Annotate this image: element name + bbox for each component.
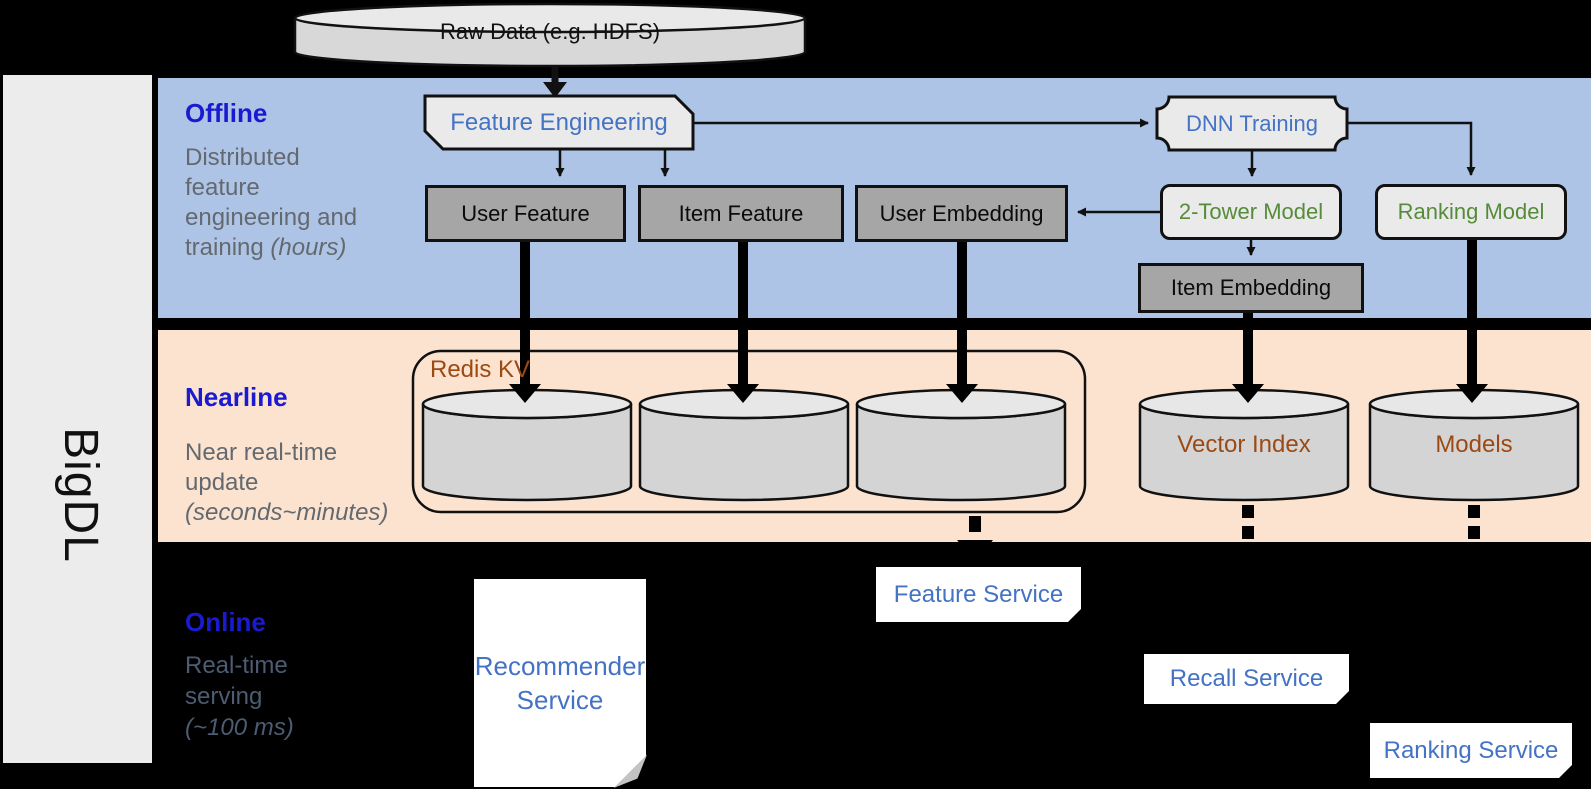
arrow-item-feature-to-redis [727, 242, 759, 403]
ranking-model-node: Ranking Model [1375, 184, 1567, 240]
redis-kv-container [411, 349, 1087, 514]
vector-index-label: Vector Index [1177, 431, 1311, 458]
raw-data-label: Raw Data (e.g. HDFS) [439, 19, 661, 44]
nearline-section-label: Nearline [185, 382, 288, 412]
feature-service-fold-icon [1068, 609, 1081, 622]
offline-desc-line4: training (hours) [185, 233, 357, 263]
nearline-desc-line2: update [185, 469, 259, 496]
item-embedding-node: Item Embedding [1138, 263, 1364, 313]
arrow-dnn-to-ranking-model [1347, 121, 1476, 176]
user-feature-node: User Feature [425, 185, 626, 242]
offline-desc-line2: feature [185, 174, 260, 201]
dnn-training-node: DNN Training [1185, 110, 1319, 136]
recommender-service-line1: Recommender [474, 651, 646, 681]
bigdl-sidebar: BigDL [3, 75, 152, 763]
recall-service-node: Recall Service [1144, 654, 1349, 704]
dnn-training-shape [1155, 95, 1349, 152]
redis-cylinder-3-icon [855, 388, 1067, 502]
user-embedding-node: User Embedding [855, 185, 1068, 242]
feature-engineering-node: Feature Engineering [450, 108, 668, 136]
arrow-user-embedding-to-redis [946, 242, 978, 403]
arrow-item-embedding-to-vector-index [1232, 313, 1264, 403]
dashed-line-vector-index-down [1242, 505, 1254, 539]
arrow-ranking-model-to-models [1456, 240, 1488, 403]
offline-section-description: Distributed feature engineering and trai… [185, 143, 357, 263]
feature-service-node: Feature Service [876, 567, 1081, 622]
offline-desc-line1: Distributed [185, 144, 300, 171]
models-label: Models [1435, 431, 1513, 458]
item-feature-node: Item Feature [638, 185, 844, 242]
models-cylinder-icon [1368, 388, 1580, 502]
two-tower-model-node: 2-Tower Model [1160, 184, 1342, 240]
offline-desc-line4-normal: training [185, 234, 271, 261]
redis-kv-label: Redis KV [430, 356, 531, 383]
offline-desc-line3: engineering and [185, 204, 358, 231]
recall-service-label: Recall Service [1169, 665, 1324, 692]
ranking-service-fold-icon [1559, 765, 1572, 778]
online-desc-line3: (~100 ms) [185, 714, 294, 741]
offline-desc-line4-italic: (hours) [270, 234, 347, 261]
nearline-desc-line1: Near real-time [185, 439, 338, 466]
arrow-user-feature-to-redis [509, 242, 541, 403]
redis-cylinder-1-icon [421, 388, 633, 502]
ranking-service-label: Ranking Service [1383, 736, 1559, 764]
dashed-line-models-down [1468, 505, 1480, 539]
online-desc-line2: serving [185, 683, 263, 710]
nearline-section-description: Near real-time update (seconds~minutes) [185, 438, 388, 528]
dashed-arrow-redis-to-feature-service [957, 516, 993, 563]
recommender-service-line2: Service [516, 685, 604, 715]
redis-cylinder-2-icon [638, 388, 850, 502]
recall-service-fold-icon [1336, 691, 1349, 704]
feature-service-label: Feature Service [893, 580, 1064, 608]
online-desc-line1: Real-time [185, 652, 288, 679]
nearline-desc-line3: (seconds~minutes) [185, 499, 389, 526]
offline-section-label: Offline [185, 98, 268, 128]
recommender-service-node: Recommender Service [474, 579, 646, 787]
online-section-label: Online [185, 607, 266, 637]
ranking-service-node: Ranking Service [1370, 723, 1572, 778]
vector-index-cylinder-icon [1138, 388, 1350, 502]
arrow-rawdata-to-fe [543, 66, 567, 98]
raw-data-cylinder-icon [293, 2, 807, 68]
online-section-description: Real-time serving (~100 ms) [185, 650, 294, 743]
feature-engineering-shape [423, 94, 695, 151]
